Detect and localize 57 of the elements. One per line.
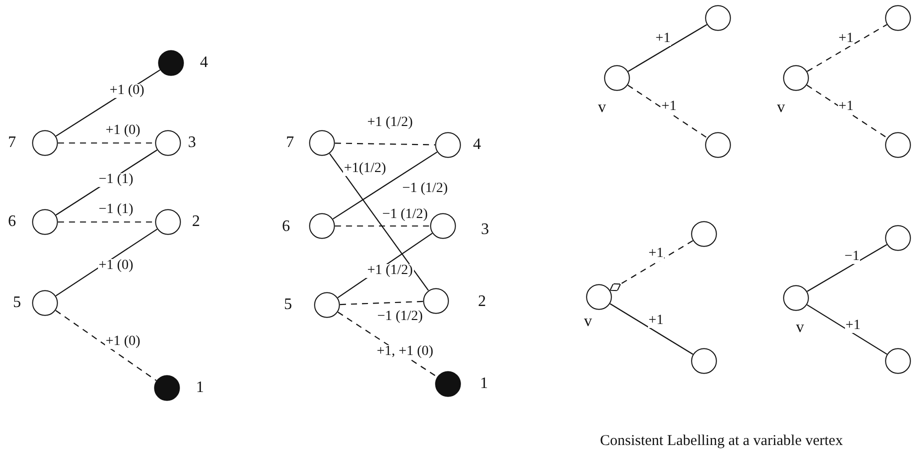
edge-label: +1 (0) (108, 84, 146, 98)
caption: Consistent Labelling at a variable vertex (600, 434, 843, 449)
edge-label: −1 (1/2) (401, 182, 449, 196)
edge-label: +1, +1 (0) (376, 345, 434, 359)
connector-line (58, 221, 155, 223)
vertex-number: v (796, 320, 804, 336)
vertex-number: v (598, 100, 606, 116)
connector-line (806, 244, 888, 292)
connector-line (335, 142, 435, 146)
vertex-number: 6 (282, 219, 290, 235)
connector-line (58, 142, 155, 144)
vertex-number: 7 (8, 135, 16, 151)
vertex-number: 2 (192, 214, 200, 230)
connector-line (332, 152, 438, 220)
connector-line (340, 300, 424, 306)
edge-label: −1 (1) (98, 173, 134, 187)
edge-label: +1 (648, 247, 664, 261)
vertex-number: 6 (8, 214, 16, 230)
edge-label: +1 (0) (98, 259, 134, 273)
edge-label: +1 (844, 319, 862, 333)
vertex-number: 7 (286, 135, 294, 151)
connector-line (610, 303, 694, 355)
connector-line (628, 24, 708, 72)
vertex-number: 1 (196, 380, 204, 396)
vertex-number: 2 (478, 294, 486, 310)
edge-label: +1 (838, 100, 854, 114)
connector-line (806, 84, 888, 138)
vertex-number: 3 (481, 222, 489, 238)
edge-label: +1 (0) (104, 335, 142, 349)
vertex-number: v (777, 100, 785, 116)
edge-label: +1 (0) (104, 124, 142, 138)
connector-line (806, 304, 888, 355)
vertex-number: 5 (13, 295, 21, 311)
connector-line (628, 84, 708, 138)
edge-label: +1 (838, 32, 854, 46)
connector-line (56, 228, 158, 296)
vertex-number: 4 (200, 55, 208, 71)
connector-line (329, 153, 429, 291)
edge-label: +1 (1/2) (366, 264, 414, 278)
edge-label: +1 (654, 32, 672, 46)
vertex-number: 3 (188, 135, 196, 151)
edge-label: −1 (1/2) (381, 208, 429, 222)
edge-label: −1 (1/2) (376, 310, 424, 324)
vertex-number: 4 (473, 137, 481, 153)
connector-line (806, 24, 888, 72)
vertex-number: v (584, 314, 592, 330)
edge-label: −1 (1) (98, 203, 134, 217)
connector-line (335, 225, 430, 227)
vertex-number: 1 (480, 376, 488, 392)
edge-label: +1(1/2) (342, 162, 388, 176)
edge-label: −1 (844, 250, 860, 264)
vertex-number: 5 (284, 297, 292, 313)
connector-line (55, 310, 157, 382)
edge-label: +1 (1/2) (366, 116, 414, 130)
edge-label: +1 (648, 314, 664, 328)
connector-with-diamond (610, 240, 694, 292)
edge-label: +1 (660, 100, 678, 114)
